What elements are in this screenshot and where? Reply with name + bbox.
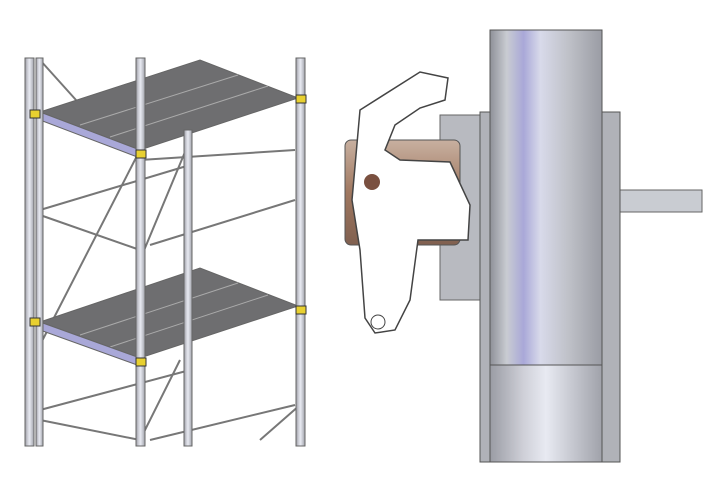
side-tab bbox=[609, 189, 703, 213]
main-tube bbox=[489, 29, 603, 366]
tube-clamp bbox=[344, 29, 703, 463]
lower-deck bbox=[38, 267, 300, 359]
yellow-clips bbox=[29, 94, 307, 367]
pivot-hole bbox=[364, 174, 380, 190]
upper-deck bbox=[38, 59, 300, 151]
lower-tube bbox=[489, 364, 603, 463]
diagonal-braces bbox=[39, 59, 301, 441]
scaffold-tower bbox=[24, 57, 307, 447]
lever-hole bbox=[370, 314, 386, 330]
standards bbox=[24, 57, 306, 447]
wedge-lever bbox=[351, 71, 471, 334]
